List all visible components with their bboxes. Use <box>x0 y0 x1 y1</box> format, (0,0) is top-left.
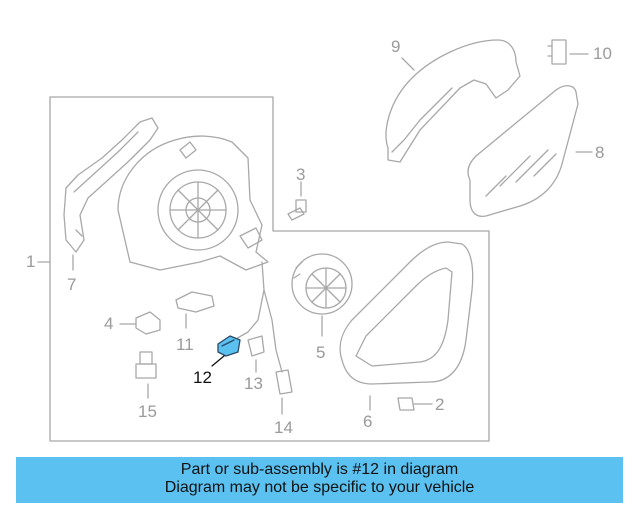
part-14-connector <box>275 369 293 415</box>
part-5-motor <box>291 253 353 337</box>
banner-line-2: Diagram may not be specific to your vehi… <box>164 479 475 496</box>
callout-6: 6 <box>363 412 373 431</box>
part-4-clip <box>119 311 161 335</box>
parts-diagram <box>37 39 593 442</box>
part-3-screw <box>287 181 307 221</box>
callout-10: 10 <box>593 44 612 63</box>
info-banner: Part or sub-assembly is #12 in diagram D… <box>16 457 623 503</box>
callout-11: 11 <box>176 335 194 354</box>
part-8-glass <box>467 85 593 218</box>
part-11-sensor <box>175 291 215 329</box>
assembly-frame <box>49 96 490 442</box>
part-12-clip-highlighted <box>211 335 241 367</box>
banner-line-1: Part or sub-assembly is #12 in diagram <box>180 461 459 478</box>
callout-5: 5 <box>316 343 326 362</box>
callout-8: 8 <box>595 143 605 162</box>
wire-harness <box>233 261 283 373</box>
callout-9: 9 <box>391 37 401 56</box>
part-2-screw <box>397 397 433 411</box>
part-6-housing <box>339 241 474 411</box>
part-15-connector <box>135 351 157 399</box>
part-glass-motor-housing <box>117 135 269 271</box>
callout-3: 3 <box>296 165 306 184</box>
part-10-bracket <box>547 39 589 65</box>
part-9-cap <box>385 39 521 163</box>
callout-1: 1 <box>26 252 36 271</box>
callout-4: 4 <box>104 314 114 333</box>
callout-12: 12 <box>193 368 212 387</box>
callout-2: 2 <box>435 395 445 414</box>
callout-13: 13 <box>244 374 263 393</box>
part-7-bracket <box>63 117 159 271</box>
part-13-plug <box>247 335 265 373</box>
callout-15: 15 <box>138 402 157 421</box>
callout-14: 14 <box>274 418 293 437</box>
callout-7: 7 <box>67 275 77 294</box>
